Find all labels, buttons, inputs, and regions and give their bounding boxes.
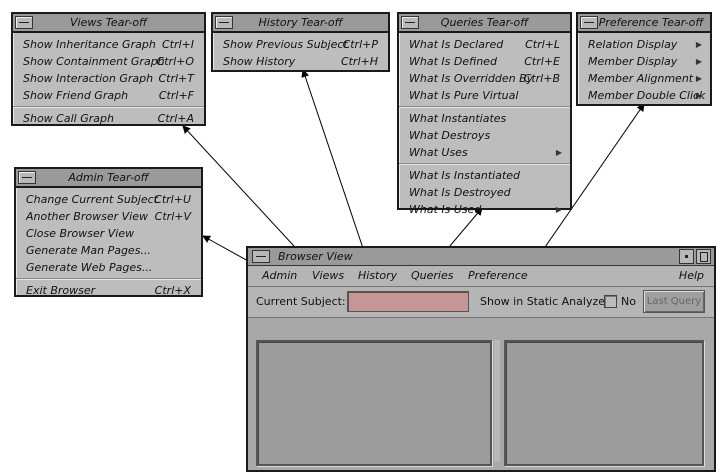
history-tearoff-title: History Tear-off xyxy=(258,16,343,29)
menu-item-generate-web-pages[interactable]: Generate Web Pages... xyxy=(26,261,153,274)
menu-item-close-browser-view[interactable]: Close Browser View xyxy=(26,227,135,240)
triangle-right-icon: ▶ xyxy=(555,148,562,157)
menu-item-relation-display[interactable]: Relation Display▶ xyxy=(588,38,702,51)
admin-tearoff-title: Admin Tear-off xyxy=(68,171,149,184)
menu-item-what-is-pure-virtual[interactable]: What Is Pure Virtual xyxy=(409,89,519,102)
menu-item-what-destroys[interactable]: What Destroys xyxy=(409,129,491,142)
menu-queries[interactable]: Queries xyxy=(411,269,454,282)
menu-item-what-instantiates[interactable]: What Instantiates xyxy=(409,112,507,125)
browser-view-titlebar[interactable]: Browser View xyxy=(248,248,714,266)
admin-tearoff-titlebar[interactable]: Admin Tear-off xyxy=(16,169,201,188)
browser-view-window: Browser View Admin Views History Queries… xyxy=(246,246,716,472)
current-subject-input[interactable] xyxy=(347,291,469,312)
preference-tearoff-title: Preference Tear-off xyxy=(598,16,704,29)
menu-item-what-uses[interactable]: What Uses▶ xyxy=(409,146,562,159)
triangle-right-icon: ▶ xyxy=(695,40,702,49)
window-menu-icon[interactable] xyxy=(401,16,419,29)
pane-sash[interactable] xyxy=(494,340,500,462)
window-menu-icon[interactable] xyxy=(215,16,233,29)
window-menu-icon[interactable] xyxy=(252,250,270,263)
last-query-button[interactable]: Last Query xyxy=(643,290,705,313)
checkbox-no-label: No xyxy=(621,295,636,308)
menu-bar: Admin Views History Queries Preference H… xyxy=(248,266,714,287)
maximize-icon[interactable] xyxy=(696,249,711,264)
views-tearoff-title: Views Tear-off xyxy=(70,16,147,29)
menu-separator xyxy=(13,106,204,108)
left-graph-pane[interactable] xyxy=(256,340,492,466)
menu-item-what-is-instantiated[interactable]: What Is Instantiated xyxy=(409,169,521,182)
triangle-right-icon: ▶ xyxy=(695,74,702,83)
current-subject-label: Current Subject: xyxy=(256,295,346,308)
preference-tearoff-titlebar[interactable]: Preference Tear-off xyxy=(578,14,710,33)
subject-row: Current Subject: Show in Static Analyzer… xyxy=(248,287,714,318)
menu-separator xyxy=(16,278,201,280)
menu-item-member-alignment[interactable]: Member Alignment▶ xyxy=(588,72,702,85)
window-menu-icon[interactable] xyxy=(15,16,33,29)
menu-separator xyxy=(399,163,570,165)
static-analyzer-checkbox[interactable] xyxy=(604,295,617,308)
menu-item-what-is-used[interactable]: What Is Used▶ xyxy=(409,203,562,216)
browser-view-title: Browser View xyxy=(278,250,353,263)
menu-item-generate-man-pages[interactable]: Generate Man Pages... xyxy=(26,244,151,257)
right-graph-pane[interactable] xyxy=(504,340,704,466)
triangle-right-icon: ▶ xyxy=(695,57,702,66)
minimize-icon[interactable] xyxy=(679,249,694,264)
menu-item-member-display[interactable]: Member Display▶ xyxy=(588,55,702,68)
views-tearoff-titlebar[interactable]: Views Tear-off xyxy=(13,14,204,33)
preference-tearoff: Preference Tear-off Relation Display▶ Me… xyxy=(576,12,712,106)
history-tearoff-titlebar[interactable]: History Tear-off xyxy=(213,14,388,33)
arrow-history xyxy=(301,69,372,273)
menu-help[interactable]: Help xyxy=(678,269,704,282)
menu-views[interactable]: Views xyxy=(312,269,345,282)
triangle-right-icon: ▶ xyxy=(695,91,702,100)
window-menu-icon[interactable] xyxy=(18,171,36,184)
window-menu-icon[interactable] xyxy=(580,16,598,29)
show-in-static-analyzer-label: Show in Static Analyzer: xyxy=(480,295,614,308)
menu-item-what-is-destroyed[interactable]: What Is Destroyed xyxy=(409,186,511,199)
triangle-right-icon: ▶ xyxy=(555,205,562,214)
queries-tearoff-titlebar[interactable]: Queries Tear-off xyxy=(399,14,570,33)
menu-preference[interactable]: Preference xyxy=(468,269,528,282)
queries-tearoff-title: Queries Tear-off xyxy=(440,16,529,29)
menu-history[interactable]: History xyxy=(358,269,398,282)
menu-separator xyxy=(399,106,570,108)
menu-item-member-double-click[interactable]: Member Double Click▶ xyxy=(588,89,706,102)
menu-admin[interactable]: Admin xyxy=(262,269,298,282)
